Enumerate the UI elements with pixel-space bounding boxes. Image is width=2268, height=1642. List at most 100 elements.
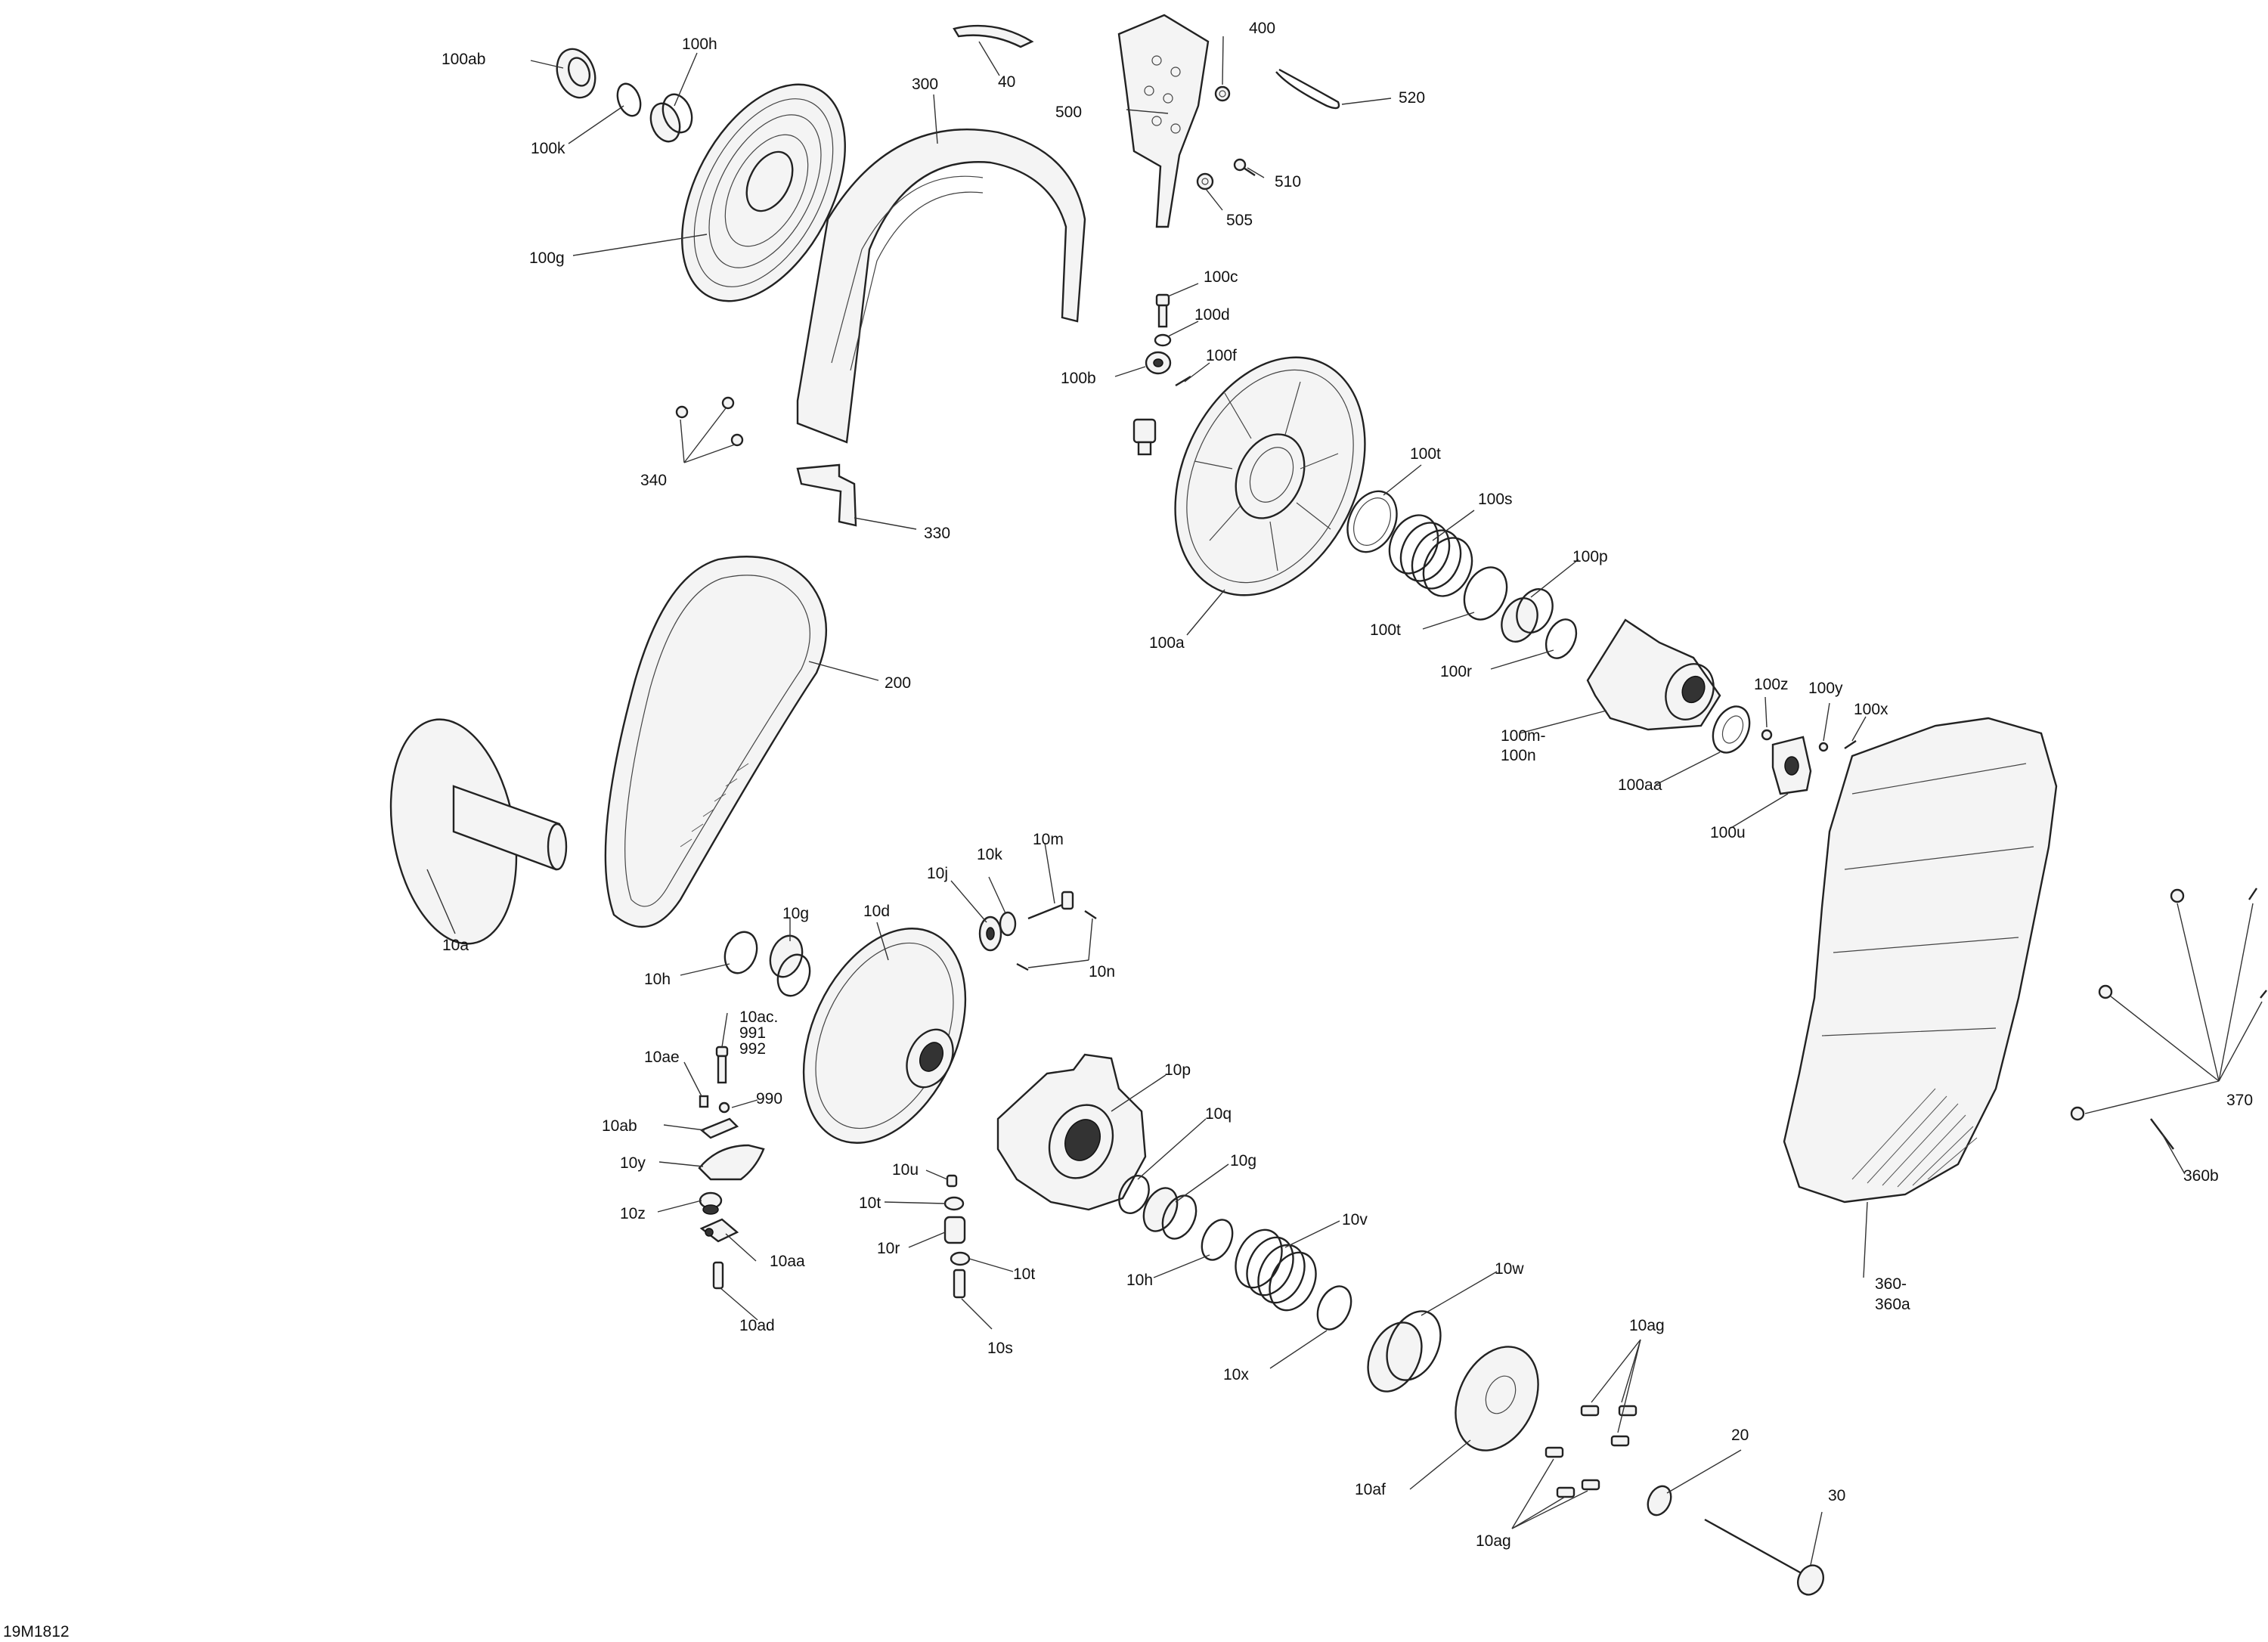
part-10x-ring [1316,1285,1352,1331]
part-10u-screw [946,1174,958,1188]
part-330-bracket [796,463,857,527]
callout-100c: 100c [1204,268,1238,286]
callout-10y: 10y [620,1154,646,1172]
part-400-nut [1214,85,1231,102]
callout-30: 30 [1828,1487,1845,1504]
part-10d-movable-sheave [802,928,967,1144]
part-10k-washer [999,911,1017,937]
callout-10g-b: 10g [1230,1152,1256,1170]
callout-330: 330 [924,525,950,542]
part-10y-arm [698,1144,765,1181]
callout-992: 992 [739,1040,766,1058]
callout-991: 991 [739,1024,766,1042]
callout-100ab: 100ab [442,51,485,68]
part-100x-pin [1844,740,1857,749]
callout-100m: 100m- [1501,727,1546,745]
part-370-fasteners [2070,888,2267,1121]
callout-100aa: 100aa [1618,776,1662,794]
part-100a-driven-sheave [1174,356,1366,596]
callout-100u: 100u [1710,824,1746,841]
callout-10h-b: 10h [1126,1272,1153,1289]
part-10g-bushing-b [1142,1187,1198,1240]
part-10t-washer-a [943,1196,965,1211]
part-10h-ring-b [1201,1219,1234,1261]
callout-500: 500 [1055,104,1082,121]
callout-10t-a: 10t [859,1194,881,1212]
callout-labels: 100ab 100h 100k 100g 300 40 400 500 520 … [442,20,2253,1550]
part-340-nuts [675,396,744,447]
callout-10q: 10q [1205,1105,1232,1123]
callout-10ac: 10ac. [739,1008,778,1026]
part-10n-pins [1016,910,1097,971]
callout-100p: 100p [1572,548,1608,565]
callout-200: 200 [885,674,911,692]
part-10q-ring [1118,1175,1150,1214]
part-510-screw [1233,158,1256,176]
callout-360: 360- [1875,1275,1907,1293]
callout-20: 20 [1731,1427,1749,1444]
callout-10p: 10p [1164,1061,1191,1079]
callout-100g: 100g [529,249,565,267]
callout-10r: 10r [877,1240,900,1257]
callout-510: 510 [1275,173,1301,191]
callout-100t-b: 100t [1370,621,1401,639]
part-505-nut [1196,172,1214,191]
part-10ae-screw [699,1095,709,1108]
part-500-bracket [1117,14,1210,228]
part-100s-spring [1388,514,1473,597]
part-100z-nut [1761,729,1773,741]
callout-10s: 10s [987,1340,1013,1357]
callout-360b: 360b [2183,1167,2219,1185]
part-100ab-seal [556,48,596,99]
part-10w-bushing [1367,1310,1442,1393]
part-100r-ring [1545,618,1578,659]
part-10v-spring [1235,1228,1317,1312]
callout-340: 340 [640,472,667,489]
callout-10ab: 10ab [602,1117,637,1135]
callout-300: 300 [912,76,938,93]
callout-10ae: 10ae [644,1049,680,1066]
part-10z-bushing [699,1191,723,1215]
part-100aa-washer [1712,705,1751,754]
part-10ac-screw [715,1046,729,1084]
part-100h-bushing [649,93,693,143]
part-10aa-roller-arm [699,1218,739,1243]
callout-10u: 10u [892,1161,919,1179]
part-10ab-plate [699,1117,739,1139]
callout-10v: 10v [1342,1211,1368,1228]
part-100b-roller [1145,351,1172,375]
callout-400: 400 [1249,20,1275,37]
callout-10ag-b: 10ag [1476,1532,1511,1550]
part-40-clip [953,24,1034,48]
callout-520: 520 [1399,89,1425,107]
part-100b-cam-slider [1132,418,1157,456]
part-100t-washer-b [1463,566,1508,621]
callout-10w: 10w [1495,1260,1524,1278]
part-20-washer [1647,1485,1672,1517]
figure-code: 19M1812 [3,1623,70,1640]
part-10t-washer-b [950,1251,971,1266]
part-10g-bushing-a [769,934,811,997]
part-10s-pin [953,1269,966,1299]
callout-100x: 100x [1854,701,1888,718]
part-100d-washer [1154,333,1172,347]
part-10h-ring-a [723,931,758,974]
callout-10h-a: 10h [644,971,671,988]
callout-100z: 100z [1754,676,1789,693]
part-100f-pin [1175,375,1191,387]
part-10j-roller [978,915,1002,952]
callout-100f: 100f [1206,347,1237,364]
part-100k-ring [616,82,642,117]
part-10m-bolt [1027,891,1074,920]
part-100m-cam [1586,618,1721,731]
part-100y-screw [1818,742,1829,752]
callout-100k: 100k [531,140,565,157]
part-10ag-screws [1545,1405,1637,1498]
callout-10k: 10k [977,846,1002,863]
part-520-pin [1275,68,1340,110]
part-200-drive-belt [604,556,828,928]
part-10p-spider [996,1053,1147,1211]
part-10af-cover [1455,1346,1539,1451]
part-100p-bushing [1501,588,1554,643]
